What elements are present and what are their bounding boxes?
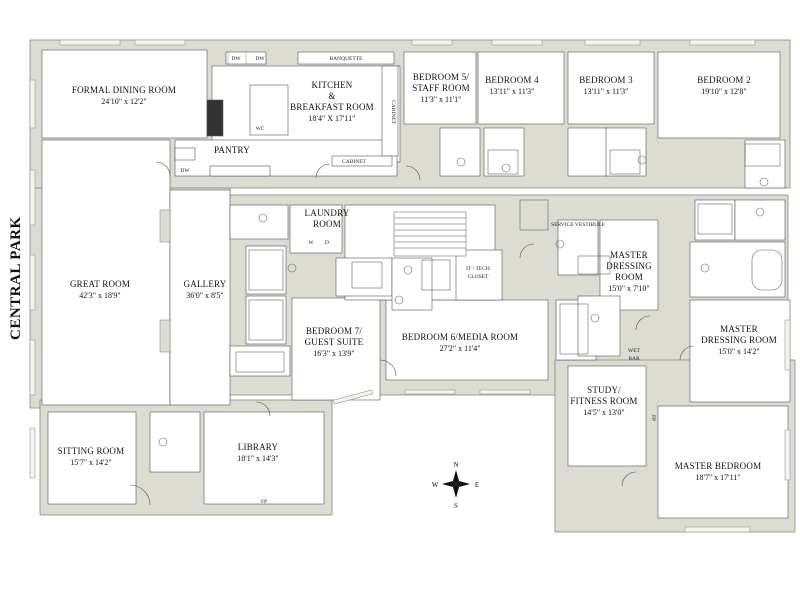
room-dims-bedroom-2: 19'10" x 12'8" — [701, 87, 746, 96]
room-name-kitchen: BREAKFAST ROOM — [290, 102, 374, 112]
compass-s: S — [454, 502, 458, 510]
room-floors — [41, 49, 791, 519]
room-dims-gallery: 36'0" x 8'5" — [186, 291, 223, 300]
room-name-laundry-room: LAUNDRY — [305, 208, 350, 218]
room-name-formal-dining-room: FORMAL DINING ROOM — [72, 85, 176, 95]
room-label-bedroom-6: BEDROOM 6/MEDIA ROOM 27'2" x 11'4" — [402, 332, 519, 353]
room-name-kitchen: & — [328, 91, 335, 101]
windows — [29, 39, 791, 533]
central-park-label: CENTRAL PARK — [8, 216, 24, 340]
room-name-master-dressing-room-1: ROOM — [615, 272, 643, 282]
room-label-bedroom-4: BEDROOM 4 13'11" x 11'3" — [485, 75, 539, 96]
room-label-gallery: GALLERY 36'0" x 8'5" — [184, 279, 227, 300]
fireplace-label-study: FP — [650, 415, 656, 421]
room-dims-bedroom-3: 13'11" x 11'3" — [584, 87, 629, 96]
room-label-sitting-room: SITTING ROOM 15'7" x 14'2" — [58, 446, 125, 467]
room-dims-master-dressing-room-1: 15'0" x 7'10" — [608, 284, 649, 293]
room-label-pantry: PANTRY — [214, 145, 250, 155]
room-dims-master-dressing-room-2: 15'0" x 14'2" — [718, 347, 759, 356]
room-name-bedroom-5: BEDROOM 5/ — [413, 72, 470, 82]
cabinet-label-vertical: CABINET — [390, 100, 396, 124]
room-label-bedroom-2: BEDROOM 2 19'10" x 12'8" — [697, 75, 751, 96]
room-dims-kitchen: 18'4" X 17'11" — [309, 114, 356, 123]
room-label-study: STUDY/FITNESS ROOM 14'5" x 13'0" — [570, 385, 637, 417]
room-name-study: FITNESS ROOM — [570, 396, 637, 406]
wet-bar-label-1: WET — [628, 348, 641, 354]
room-name-gallery: GALLERY — [184, 279, 227, 289]
room-name-bedroom-7: GUEST SUITE — [305, 337, 364, 347]
gallery-columns — [159, 209, 171, 353]
room-label-great-room: GREAT ROOM 42'3" x 18'9" — [70, 279, 130, 300]
dishwasher-label-3: DW — [180, 168, 190, 174]
dryer-label: D — [325, 240, 329, 246]
room-dims-master-bedroom: 18'7" x 17'11" — [695, 473, 740, 482]
room-label-kitchen: KITCHEN&BREAKFAST ROOM 18'4" X 17'11" — [290, 80, 374, 123]
room-name-bedroom-2: BEDROOM 2 — [697, 75, 751, 85]
room-label-bedroom-5: BEDROOM 5/STAFF ROOM 11'3" x 11'1" — [412, 72, 470, 104]
room-name-bedroom-7: BEDROOM 7/ — [306, 326, 363, 336]
room-dims-bedroom-5: 11'3" x 11'1" — [421, 95, 462, 104]
room-name-master-dressing-room-2: DRESSING ROOM — [701, 335, 777, 345]
compass-e: E — [475, 481, 479, 489]
stair — [393, 211, 467, 257]
room-label-library: LIBRARY 18'1" x 14'3" — [237, 442, 278, 463]
room-name-master-dressing-room-1: MASTER — [610, 250, 648, 260]
bath-fixtures — [158, 143, 783, 447]
room-name-study: STUDY/ — [587, 385, 621, 395]
room-name-bedroom-6: BEDROOM 6/MEDIA ROOM — [402, 332, 519, 342]
room-dims-library: 18'1" x 14'3" — [237, 454, 278, 463]
it-closet-label-2: CLOSET — [468, 274, 489, 280]
dishwasher-label-2: DW — [255, 56, 265, 62]
room-name-bedroom-4: BEDROOM 4 — [485, 75, 539, 85]
cabinet-label-horizontal: CABINET — [342, 159, 366, 165]
room-name-library: LIBRARY — [238, 442, 279, 452]
room-name-bedroom-3: BEDROOM 3 — [579, 75, 633, 85]
kitchen-counter-marks — [227, 52, 267, 64]
room-name-kitchen: KITCHEN — [312, 80, 353, 90]
room-label-master-bedroom: MASTER BEDROOM 18'7" x 17'11" — [675, 461, 762, 482]
compass-n: N — [453, 461, 458, 469]
room-name-pantry: PANTRY — [214, 145, 250, 155]
room-dims-bedroom-6: 27'2" x 11'4" — [439, 344, 480, 353]
dishwasher-label-1: DW — [231, 56, 241, 62]
room-name-master-dressing-room-1: DRESSING — [606, 261, 652, 271]
room-name-master-bedroom: MASTER BEDROOM — [675, 461, 762, 471]
room-dims-study: 14'5" x 13'0" — [583, 408, 624, 417]
compass-rose: N S E W — [432, 461, 479, 510]
room-name-great-room: GREAT ROOM — [70, 279, 130, 289]
fireplace-label-library: FP — [261, 499, 267, 505]
room-name-laundry-room: ROOM — [313, 219, 341, 229]
room-name-sitting-room: SITTING ROOM — [58, 446, 125, 456]
fixture-labels: BANQUETTE CABINET CABINET DW DW DW WC SE… — [180, 56, 656, 505]
room-label-formal-dining-room: FORMAL DINING ROOM 24'10" x 12'2" — [72, 85, 176, 106]
room-dims-formal-dining-room: 24'10" x 12'2" — [101, 97, 146, 106]
room-dims-bedroom-4: 13'11" x 11'3" — [490, 87, 535, 96]
room-labels: FORMAL DINING ROOM 24'10" x 12'2" KITCHEN&… — [58, 72, 777, 482]
service-vestibule-label: SERVICE VESTIBULE — [551, 222, 605, 228]
wc-label: WC — [256, 126, 265, 132]
wet-bar-label-2: BAR — [628, 356, 640, 362]
kitchen-fixtures — [174, 51, 399, 177]
compass-w: W — [432, 481, 439, 489]
door-swings — [129, 161, 695, 506]
room-dims-bedroom-7: 16'3" x 13'9" — [313, 349, 354, 358]
room-dims-sitting-room: 15'7" x 14'2" — [70, 458, 111, 467]
room-label-bedroom-3: BEDROOM 3 13'11" x 11'3" — [579, 75, 633, 96]
banquette-label: BANQUETTE — [330, 56, 364, 62]
room-name-bedroom-5: STAFF ROOM — [412, 83, 470, 93]
washer-label: W — [308, 240, 314, 246]
room-dims-great-room: 42'3" x 18'9" — [79, 291, 120, 300]
room-name-master-dressing-room-2: MASTER — [720, 324, 758, 334]
it-closet-label-1: IT / TECH — [466, 266, 490, 272]
room-label-bedroom-7: BEDROOM 7/GUEST SUITE 16'3" x 13'9" — [305, 326, 364, 358]
